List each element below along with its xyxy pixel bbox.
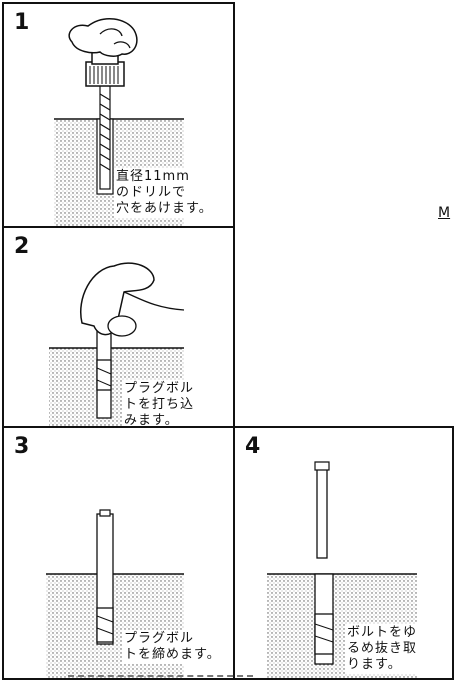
bottom-dashed-line	[68, 675, 253, 677]
hand-outline	[80, 262, 155, 336]
step-4-caption: ボルトをゆ るめ抜き取 ります。	[345, 624, 420, 674]
drill-spiral	[99, 93, 111, 171]
step-3-caption: プラグボル トを締めます。	[122, 630, 223, 664]
step-1-number: 1	[14, 10, 30, 35]
step-4-number: 4	[245, 434, 261, 459]
hand-outline	[68, 18, 138, 57]
step-4-panel: 4 ボルトをゆ るめ抜き取 ります。	[233, 426, 454, 680]
step-2-number: 2	[14, 234, 30, 259]
step-2-panel: 2 プラグボル トを打ち込 みます。	[2, 226, 235, 430]
side-label: M	[438, 205, 451, 221]
step-2-caption: プラグボル トを打ち込 みます。	[122, 380, 197, 430]
removed-bolt	[316, 467, 328, 559]
step-1-caption: 直径11mm のドリルで 穴をあけます。	[114, 168, 215, 218]
plug-bolt-illustration	[49, 262, 185, 430]
step-1-panel: 1 直径11mm のドリルで 穴をあけます。	[2, 2, 235, 229]
step-3-number: 3	[14, 434, 30, 459]
step-3-panel: 3 プラグボル トを締めます。	[2, 426, 235, 680]
